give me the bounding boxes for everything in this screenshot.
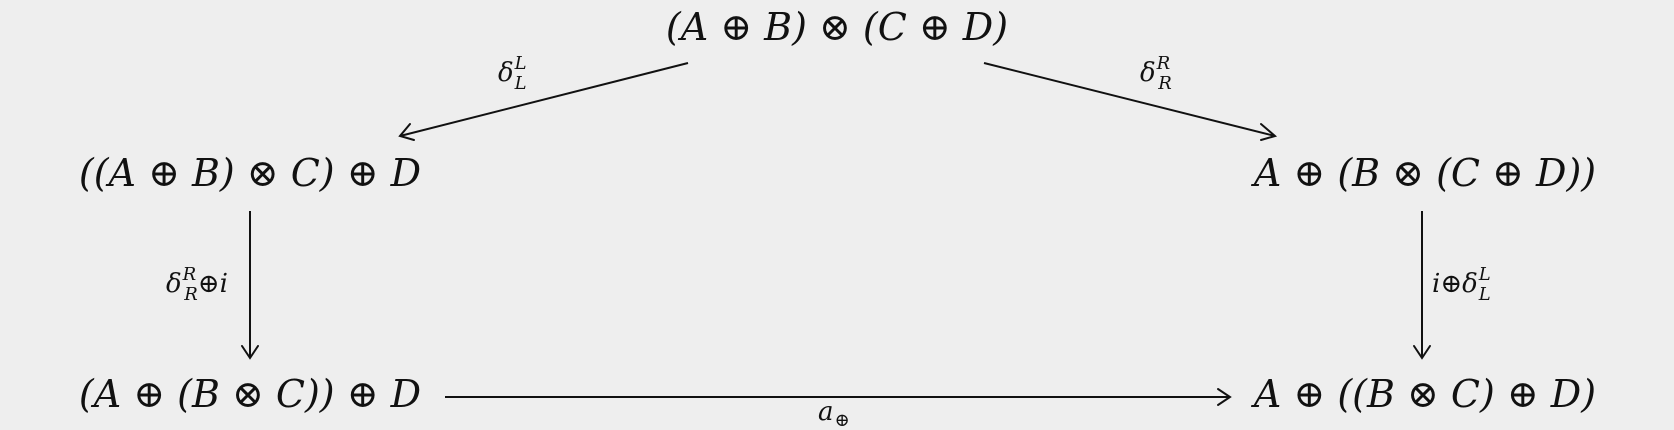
arrow-bottom-horizontal bbox=[445, 388, 1232, 406]
arrow-right-vertical bbox=[1413, 211, 1431, 360]
node-right-mid: A ⊕ (B ⊗ (C ⊕ D)) bbox=[1251, 151, 1596, 195]
node-left-bottom: (A ⊕ (B ⊗ C)) ⊕ D bbox=[79, 372, 421, 416]
arrow-top-to-right bbox=[983, 62, 1278, 141]
label-bottom: a⊕ bbox=[818, 397, 850, 430]
node-top: (A ⊕ B) ⊗ (C ⊕ D) bbox=[666, 5, 1008, 49]
node-right-bottom: A ⊕ ((B ⊗ C) ⊕ D) bbox=[1251, 372, 1596, 416]
arrow-top-to-left bbox=[398, 62, 689, 141]
node-left-mid: ((A ⊕ B) ⊗ C) ⊕ D bbox=[79, 151, 421, 195]
arrow-left-vertical bbox=[241, 211, 259, 360]
